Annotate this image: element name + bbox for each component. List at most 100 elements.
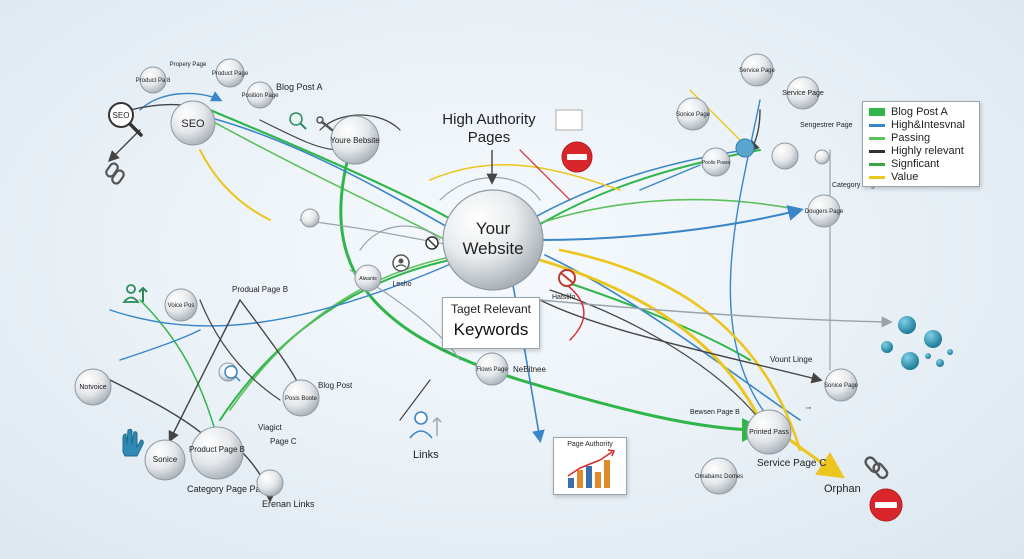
- node-service-page-right[interactable]: Service Page: [782, 76, 824, 110]
- node-seo[interactable]: SEO: [170, 100, 216, 146]
- node-propery-page[interactable]: Propery Page: [170, 62, 207, 68]
- svg-text:Category Page Page: Category Page Page: [187, 484, 271, 494]
- svg-text:Sonice: Sonice: [153, 455, 178, 464]
- svg-text:Blog Post A: Blog Post A: [276, 82, 323, 92]
- svg-text:▫▫: ▫▫: [806, 405, 811, 412]
- svg-text:Youre Bebsite: Youre Bebsite: [330, 136, 380, 145]
- svg-text:Voice Pos: Voice Pos: [168, 303, 195, 309]
- center-line1: Your: [476, 219, 511, 238]
- svg-text:Service Page: Service Page: [739, 68, 775, 74]
- svg-text:Vount Linge: Vount Linge: [770, 355, 813, 364]
- svg-text:Produal Page B: Produal Page B: [232, 285, 288, 294]
- node-flows-page[interactable]: Flows Page: [475, 352, 509, 386]
- wrench-icon: [316, 116, 334, 132]
- label-blog-post-a: Blog Post A: [276, 82, 323, 92]
- page-authority-title: Page Authority: [567, 441, 613, 448]
- no-symbol-icon: [558, 269, 576, 287]
- svg-text:Sengestrer Page: Sengestrer Page: [800, 122, 853, 129]
- svg-text:Links: Links: [413, 449, 439, 461]
- user-icon: [392, 254, 410, 272]
- node-posis-boote[interactable]: Posis Boote: [282, 379, 320, 417]
- node-product-page[interactable]: Product Page: [212, 58, 249, 88]
- svg-text:Product Pa 8: Product Pa 8: [136, 78, 171, 84]
- hand-icon: [122, 428, 144, 457]
- link-icon-bottom: [864, 456, 889, 480]
- svg-text:Product Page B: Product Page B: [189, 445, 245, 454]
- label-product-page-b-top: Produal Page B: [232, 285, 288, 294]
- node-voice-pos[interactable]: Voice Pos: [164, 288, 198, 322]
- svg-text:Bewsen Page B: Bewsen Page B: [690, 409, 740, 416]
- svg-text:Erenan Links: Erenan Links: [262, 499, 315, 509]
- your-website-node[interactable]: Your Website: [442, 189, 544, 291]
- label-service-page-c: Service Page C: [757, 458, 826, 469]
- node-small-bottom[interactable]: [256, 469, 284, 497]
- no-entry-icon: [561, 141, 593, 173]
- label-sengestrer-page: Sengestrer Page: [800, 122, 853, 129]
- node-printed-pass[interactable]: Printed Pass: [746, 409, 792, 455]
- svg-text:Alwants: Alwants: [359, 276, 377, 282]
- svg-text:SEO: SEO: [181, 118, 205, 130]
- person-links-icon: [409, 411, 442, 439]
- high-authority-label: High Authority Pages: [442, 111, 536, 185]
- svg-text:Poolis Poara: Poolis Poara: [702, 160, 731, 166]
- node-alwants[interactable]: Alwants: [354, 264, 382, 292]
- keywords-box: Taget Relevant Keywords: [442, 297, 540, 349]
- svg-text:Position Page: Position Page: [241, 93, 279, 99]
- svg-text:Flows Page: Flows Page: [476, 367, 508, 373]
- node-your-bebsite[interactable]: Youre Bebsite: [330, 115, 380, 165]
- node-sonice-page-right[interactable]: Sonice Page: [824, 368, 859, 402]
- node-service-page-top[interactable]: Service Page: [739, 53, 776, 87]
- legend-swatch: [869, 108, 885, 116]
- node-product-page-b[interactable]: Product Page B: [189, 426, 245, 480]
- node-omabamc-domes[interactable]: Omabamc Domes: [695, 457, 743, 495]
- legend-swatch: [869, 175, 885, 179]
- legend-label: Highly relevant: [891, 145, 964, 157]
- legend-item: Highly relevant: [869, 145, 964, 157]
- svg-text:Hatslifo: Hatslifo: [552, 294, 575, 301]
- legend-item: High&Intesvnal: [869, 119, 965, 131]
- label-lesho: Lesho: [392, 281, 411, 288]
- chain-icon-small: ▫▫: [806, 405, 811, 412]
- svg-text:Sonice Page: Sonice Page: [824, 383, 859, 389]
- keywords-box-small: Taget Relevant: [450, 302, 532, 316]
- label-hatslifo: Hatslifo: [552, 294, 575, 301]
- svg-text:Service Page: Service Page: [782, 90, 824, 97]
- svg-text:Blog Post: Blog Post: [318, 381, 353, 390]
- legend-item: Passing: [869, 132, 930, 144]
- no-symbol-icon-small: [425, 236, 439, 250]
- high-authority-line1: High Authority: [442, 111, 536, 128]
- label-orphan: Orphan: [824, 483, 861, 495]
- legend-swatch: [869, 123, 885, 127]
- node-poolis[interactable]: Poolis Poara: [701, 147, 731, 177]
- node-dougers-page[interactable]: Dougers Page: [805, 194, 844, 228]
- user-up-icon: [122, 284, 148, 303]
- search-circle-icon: [224, 365, 241, 382]
- legend-item: Signficant: [869, 158, 939, 170]
- node-position-page[interactable]: Position Page: [241, 81, 279, 109]
- svg-text:Orphan: Orphan: [824, 483, 861, 495]
- node-product-pa[interactable]: Product Pa 8: [136, 66, 171, 94]
- search-icon[interactable]: SEO: [108, 102, 143, 137]
- paper-label: [555, 109, 583, 131]
- legend-label: Passing: [891, 132, 931, 144]
- node-notvoice[interactable]: Notvoice: [74, 368, 112, 406]
- label-eremain-links: Erenan Links: [262, 499, 315, 509]
- node-sonice-page[interactable]: Sonice Page: [676, 97, 711, 131]
- label-page-c: Page C: [270, 437, 297, 446]
- legend-label: Value: [891, 171, 919, 183]
- node-sonice[interactable]: Sonice: [144, 439, 186, 481]
- label-bewsen-page: Bewsen Page B: [690, 409, 740, 416]
- label-links: Links: [413, 449, 439, 461]
- link-icon: [105, 162, 125, 185]
- node-hub-right[interactable]: [735, 138, 755, 158]
- svg-text:Viagict: Viagict: [258, 423, 283, 432]
- svg-text:Lesho: Lesho: [392, 281, 411, 288]
- node-small-blank-left[interactable]: [300, 208, 320, 228]
- label-category-page-right: Category Page: [832, 182, 879, 189]
- node-small-right-1[interactable]: [771, 142, 799, 170]
- svg-text:Dougers Page: Dougers Page: [805, 209, 844, 215]
- svg-text:Propery Page: Propery Page: [170, 62, 207, 68]
- label-vount-linge: Vount Linge: [770, 355, 813, 364]
- node-small-right-2[interactable]: [814, 149, 830, 165]
